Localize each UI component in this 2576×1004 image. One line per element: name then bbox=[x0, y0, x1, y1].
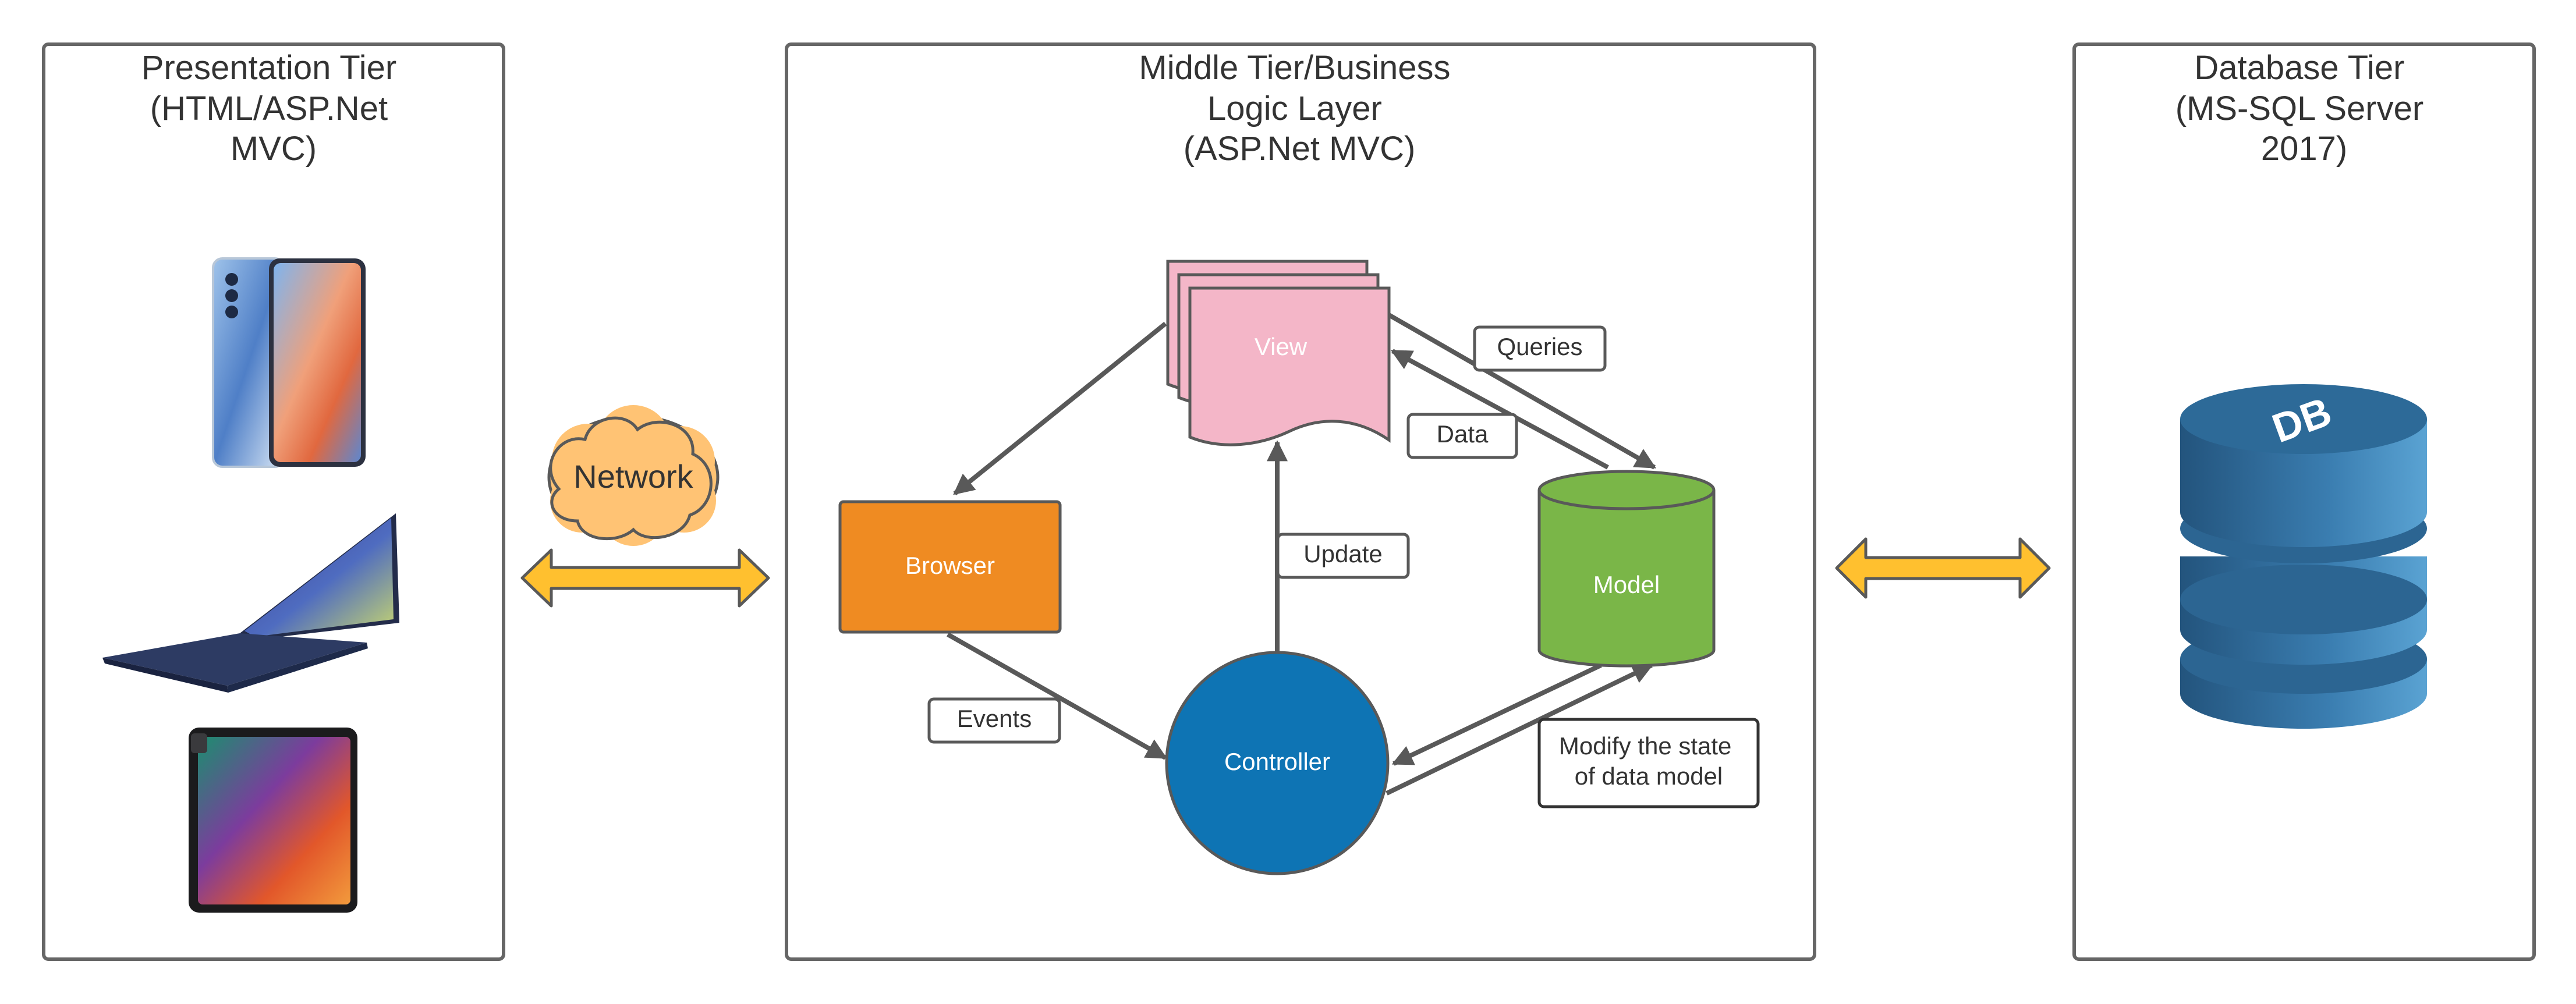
events-label: Events bbox=[957, 705, 1032, 732]
model-node bbox=[1537, 470, 1716, 668]
update-label: Update bbox=[1303, 540, 1382, 567]
controller-node bbox=[1165, 651, 1390, 875]
presentation-middle-double-arrow bbox=[520, 548, 770, 608]
middle-database-double-arrow bbox=[1835, 537, 2051, 599]
controller-label: Controller bbox=[1224, 748, 1330, 775]
middle-tier-frame bbox=[785, 42, 1816, 961]
model-to-controller-arrow bbox=[1391, 663, 1602, 766]
data-label: Data bbox=[1437, 420, 1489, 448]
middle-tier-title: Middle Tier/Business Logic Layer (ASP.Ne… bbox=[1139, 49, 1459, 168]
presentation-tier-frame bbox=[42, 42, 505, 961]
queries-label-box: Queries bbox=[1473, 325, 1607, 372]
view-label: View bbox=[1255, 333, 1308, 360]
modify-state-label: Modify the state of data model bbox=[1559, 732, 1738, 790]
events-label-box: Events bbox=[927, 697, 1061, 744]
model-to-view-data-arrow bbox=[1390, 349, 1609, 470]
network-cloud: Network bbox=[547, 405, 720, 546]
modify-state-label-box: Modify the state of data model bbox=[1537, 718, 1760, 808]
laptop-icon bbox=[102, 513, 399, 693]
presentation-tier-title: Presentation Tier (HTML/ASP.Net MVC) bbox=[141, 49, 406, 168]
view-node bbox=[1166, 260, 1391, 446]
smartphone-icon bbox=[212, 257, 366, 468]
model-label: Model bbox=[1593, 571, 1660, 598]
view-to-model-queries-arrow bbox=[1387, 312, 1657, 470]
browser-node bbox=[838, 500, 1062, 634]
database-tier-frame bbox=[2072, 42, 2536, 961]
data-label-box: Data bbox=[1406, 413, 1518, 459]
controller-to-model-arrow bbox=[1386, 663, 1654, 796]
view-to-browser-arrow bbox=[953, 321, 1167, 496]
update-label-box: Update bbox=[1276, 533, 1410, 579]
browser-to-controller-arrow bbox=[947, 632, 1168, 760]
network-label: Network bbox=[573, 458, 693, 495]
queries-label: Queries bbox=[1497, 333, 1582, 360]
database-icon: DB bbox=[2180, 384, 2427, 729]
tablet-icon bbox=[189, 728, 357, 913]
browser-label: Browser bbox=[905, 552, 995, 579]
database-tier-title: Database Tier (MS-SQL Server 2017) bbox=[2175, 49, 2433, 168]
